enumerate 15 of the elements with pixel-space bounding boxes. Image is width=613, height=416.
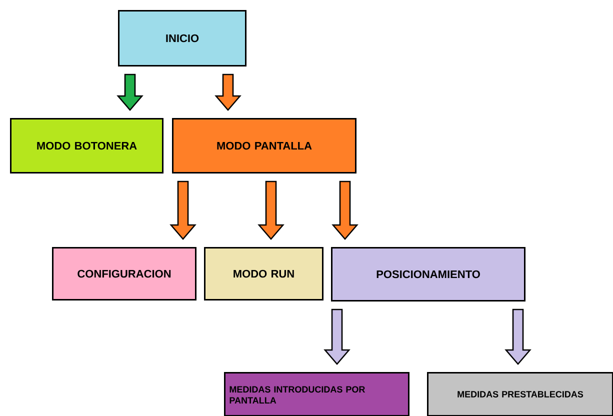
process-box: INICIO — [118, 10, 246, 66]
block-arrow — [214, 74, 242, 111]
process-box: MODO BOTONERA — [10, 118, 164, 174]
block-arrow — [332, 180, 358, 240]
node-label: MEDIDAS INTRODUCIDAS POR PANTALLA — [230, 386, 366, 404]
process-box: MEDIDAS PRESTABLECIDAS — [427, 372, 613, 416]
block-arrow — [324, 308, 350, 365]
process-box: CONFIGURACION — [52, 247, 196, 300]
process-box: MODO PANTALLA — [172, 118, 356, 174]
block-arrow — [170, 180, 196, 240]
block-arrow — [258, 180, 284, 240]
block-arrow — [504, 308, 532, 365]
block-arrow — [116, 74, 144, 111]
process-box: MODO RUN — [204, 247, 324, 300]
process-box: POSICIONAMIENTO — [331, 247, 526, 302]
